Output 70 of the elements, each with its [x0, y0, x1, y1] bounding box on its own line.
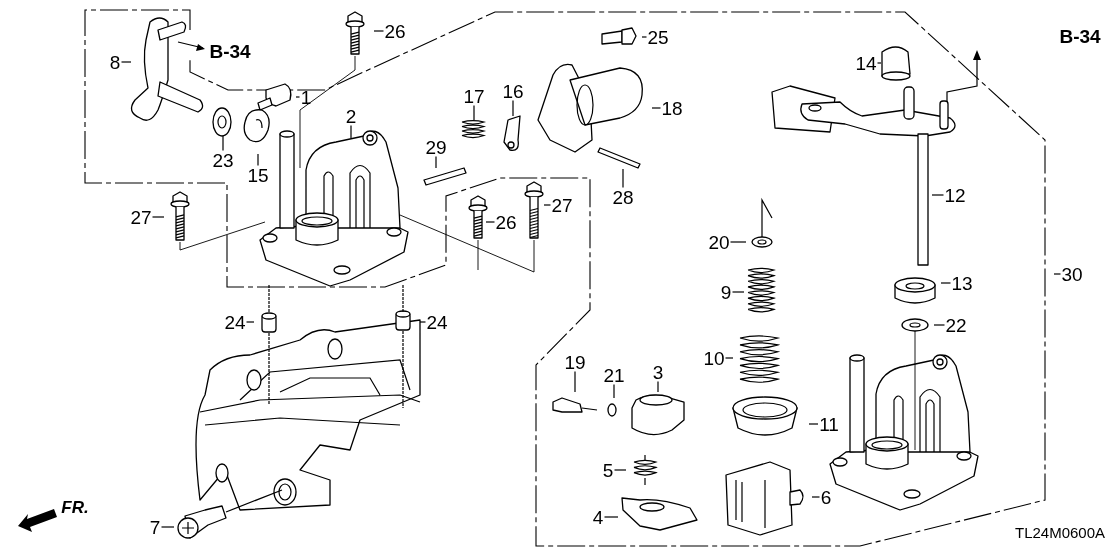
- leader-line: [613, 383, 615, 399]
- leader-line: [931, 194, 945, 196]
- leader-line: [731, 291, 745, 293]
- leader-line: [120, 61, 132, 63]
- callout-number: 10: [702, 348, 726, 368]
- callout-number: 22: [944, 315, 968, 335]
- leader-line: [485, 221, 496, 223]
- callout-number: 11: [818, 414, 840, 434]
- leader-line: [151, 216, 165, 218]
- callout-number: 27: [129, 207, 153, 227]
- leader-line: [160, 526, 175, 528]
- leader-line: [613, 469, 627, 471]
- leader-line: [435, 155, 437, 169]
- leader-line: [933, 324, 946, 326]
- front-label: FR.: [61, 498, 89, 518]
- leader-line: [808, 423, 819, 425]
- callout-number: 14: [854, 53, 878, 73]
- leader-line: [724, 357, 734, 359]
- leader-line: [350, 124, 352, 139]
- callout-number: 12: [943, 185, 967, 205]
- callout-number: 27: [550, 195, 574, 215]
- leader-line: [473, 104, 475, 121]
- leader-line: [419, 321, 427, 323]
- leader-line: [811, 496, 821, 498]
- callout-number: 21: [602, 365, 626, 385]
- callout-number: 20: [707, 232, 731, 252]
- leader-line: [295, 96, 301, 98]
- callout-number: 26: [383, 21, 407, 41]
- callout-number: 29: [424, 137, 448, 157]
- callout-number: 3: [651, 362, 665, 382]
- callout-number: 18: [660, 98, 684, 118]
- callout-number: 8: [108, 52, 122, 72]
- leader-line: [651, 107, 662, 109]
- reference-label: B-34: [209, 41, 251, 63]
- leader-line: [222, 135, 224, 152]
- leader-line: [373, 30, 385, 32]
- callout-number: 23: [211, 150, 235, 170]
- leader-line: [876, 62, 882, 64]
- callout-number: 6: [819, 487, 833, 507]
- callout-number: 9: [719, 282, 733, 302]
- leader-line: [512, 99, 514, 117]
- callout-number: 19: [563, 352, 587, 372]
- callout-number: 26: [494, 212, 518, 232]
- leader-line: [603, 516, 619, 518]
- callout-number: 16: [501, 81, 525, 101]
- leader-line: [622, 168, 624, 189]
- leader-line: [729, 241, 747, 243]
- reference-label: B-34: [1059, 26, 1101, 48]
- callout-number: 25: [646, 27, 670, 47]
- leader-line: [543, 204, 552, 206]
- callout-number: 7: [148, 517, 162, 537]
- leader-line: [245, 321, 255, 323]
- diagram-code: TL24M0600A: [1014, 523, 1106, 541]
- callout-number: 4: [591, 507, 605, 527]
- callout-number: 17: [462, 86, 486, 106]
- callout-number: 2: [344, 106, 358, 126]
- callout-number: 13: [950, 273, 974, 293]
- leader-line: [641, 36, 648, 38]
- callout-number: 24: [223, 312, 247, 332]
- callout-number: 24: [425, 312, 449, 332]
- callout-number: 1: [299, 87, 313, 107]
- leader-line: [574, 370, 576, 393]
- callout-number: 30: [1060, 264, 1084, 284]
- leader-line: [257, 153, 259, 167]
- leader-line: [940, 282, 952, 284]
- leader-line: [1053, 273, 1062, 275]
- callout-number: 5: [601, 460, 615, 480]
- callout-number: 15: [246, 165, 270, 185]
- callout-number: 28: [611, 187, 635, 207]
- leader-line: [657, 380, 659, 393]
